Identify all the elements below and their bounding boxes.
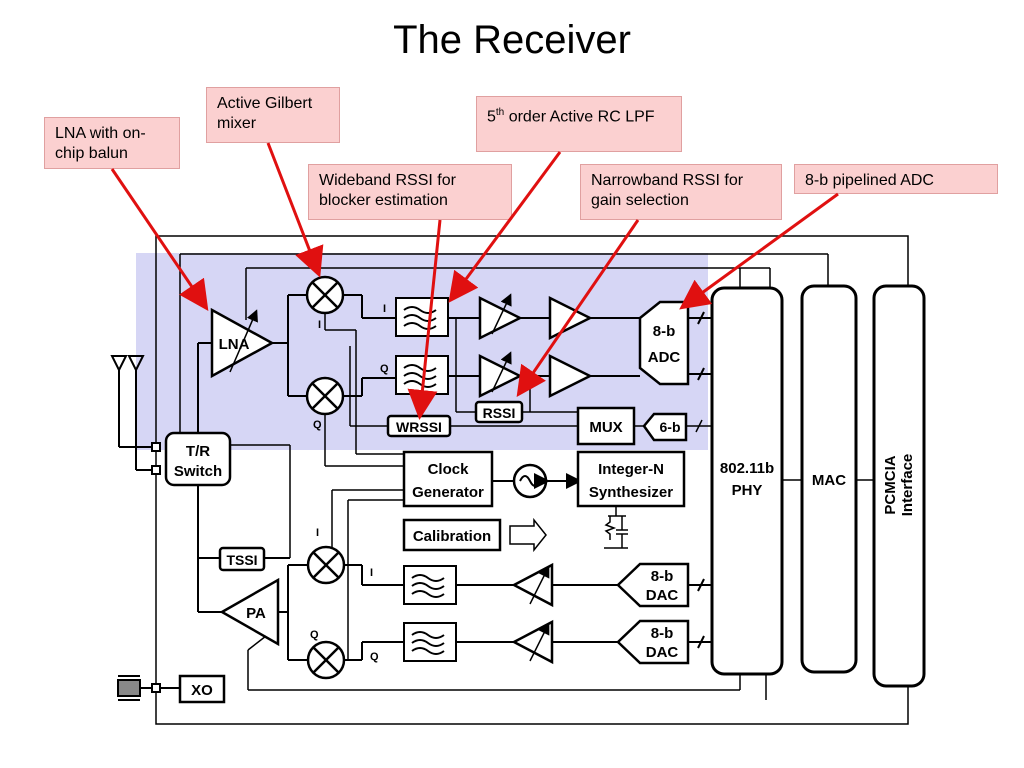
tx-i-label: I — [370, 567, 373, 579]
dac2-label-1: 8-b — [651, 625, 674, 642]
tssi-label: TSSI — [226, 552, 257, 568]
tx-q-lo-label: Q — [310, 629, 319, 641]
tx-q-label: Q — [370, 651, 379, 663]
tx-i-lo-label: I — [316, 527, 319, 539]
rx-mixer-q — [305, 376, 345, 416]
arrow-wrssi — [407, 219, 442, 420]
loop-filter-icon — [604, 506, 628, 549]
calibration-arrow-icon — [509, 517, 547, 553]
mux-block — [576, 406, 636, 446]
lpf-q-label: Q — [380, 363, 389, 375]
clock-label-2: Generator — [412, 484, 484, 501]
tr-switch-label-1: T/R — [186, 443, 210, 460]
tx-mixer-i — [306, 545, 346, 585]
phy-label-2: PHY — [732, 482, 763, 499]
clock-generator — [402, 450, 494, 508]
synthesizer — [576, 450, 686, 508]
mux-label: MUX — [589, 419, 622, 436]
rx-adc — [638, 300, 690, 386]
callout-nrssi: Narrowband RSSI for gain selection — [580, 164, 782, 220]
dac1-label-2: DAC — [646, 587, 679, 604]
tx-mixer-q — [306, 640, 346, 680]
tx-lpf-q — [403, 622, 457, 662]
arrow-mixer — [266, 142, 324, 278]
dac2-label-2: DAC — [646, 644, 679, 661]
calibration-block — [402, 518, 502, 552]
callout-wrssi: Wideband RSSI for blocker estimation — [308, 164, 512, 220]
antenna-icon — [110, 355, 161, 475]
mac-label: MAC — [812, 472, 846, 489]
xo-block — [178, 674, 226, 704]
lpf-i-label: I — [383, 303, 386, 315]
pcmcia-block — [872, 284, 926, 688]
dac1-label-1: 8-b — [651, 568, 674, 585]
rx-i-label: I — [318, 319, 321, 331]
clock-label-1: Clock — [428, 461, 470, 478]
rssi-label: RSSI — [483, 405, 516, 421]
tx-lpf-i — [403, 565, 457, 605]
arrow-nrssi — [516, 219, 640, 397]
arrow-lna — [110, 168, 209, 311]
pcmcia-label-2: Interface — [899, 454, 916, 517]
rx-lpf-i — [395, 297, 449, 337]
lpf-superscript: th — [495, 107, 505, 118]
arrow-lpf — [448, 151, 562, 303]
pcmcia-label-1: PCMCIA — [882, 455, 899, 514]
wrssi-label: WRSSI — [396, 419, 442, 435]
lna-label: LNA — [219, 336, 250, 353]
xo-label: XO — [191, 682, 213, 699]
adc-label-1: 8-b — [653, 323, 676, 340]
arrow-adc — [679, 192, 839, 310]
phy-block — [710, 286, 784, 676]
callout-lna: LNA with on-chip balun — [44, 117, 180, 169]
synth-label-1: Integer-N — [598, 461, 664, 478]
pa-label: PA — [246, 605, 266, 622]
six-bit-label: 6-b — [660, 419, 681, 435]
six-bit-adc — [642, 412, 688, 442]
crystal-icon — [117, 675, 180, 701]
synth-label-2: Synthesizer — [589, 484, 673, 501]
calibration-label: Calibration — [413, 528, 491, 545]
phy-label-1: 802.11b — [720, 460, 774, 477]
callout-adc: 8-b pipelined ADC — [794, 164, 998, 194]
mac-block — [800, 284, 858, 674]
rx-mixer-i — [305, 275, 345, 315]
lpf-text: order Active RC LPF — [508, 108, 655, 126]
tr-switch-label-2: Switch — [174, 463, 222, 480]
callout-mixer: Active Gilbert mixer — [206, 87, 340, 143]
page-title: The Receiver — [393, 18, 631, 62]
adc-label-2: ADC — [648, 349, 681, 366]
lpf-number: 5 — [487, 108, 496, 126]
callout-lpf: 5th order Active RC LPF — [476, 96, 682, 152]
rx-q-label: Q — [313, 419, 322, 431]
